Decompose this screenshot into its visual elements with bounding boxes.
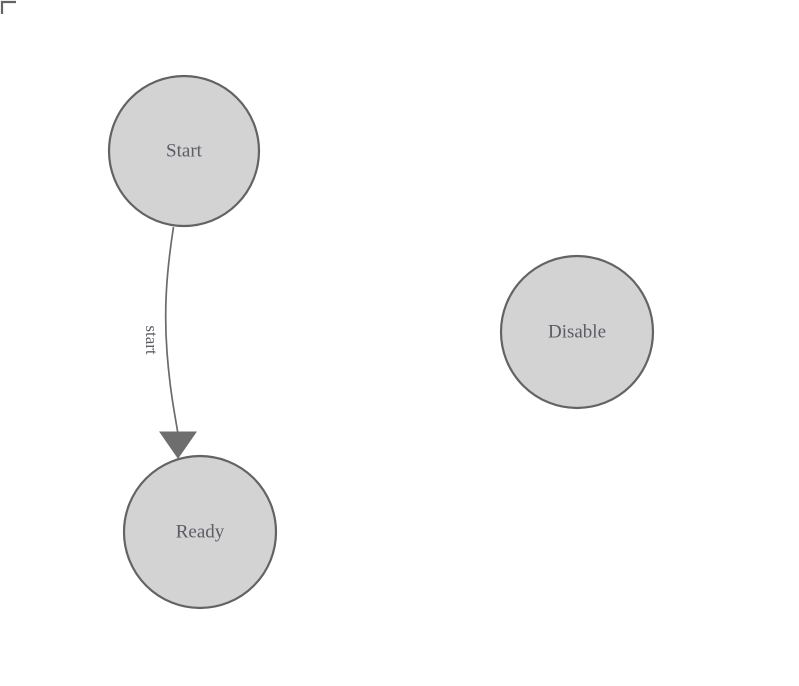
state-node-ready[interactable]: Ready — [122, 454, 278, 610]
state-node-ready-label: Ready — [176, 521, 225, 542]
state-node-start-circle[interactable] — [107, 74, 261, 228]
state-node-disable[interactable]: Disable — [499, 254, 655, 410]
state-node-ready-circle[interactable] — [122, 454, 278, 610]
arrowhead-icon — [159, 431, 197, 459]
transition-label-start: start — [142, 325, 161, 355]
state-node-disable-circle[interactable] — [499, 254, 655, 410]
selection-corner-mark-icon — [0, 0, 16, 14]
transition-label-group: start — [142, 325, 161, 355]
transition-edge-path — [164, 226, 179, 435]
transition-start-to-ready[interactable]: start — [142, 226, 197, 459]
state-node-start[interactable]: Start — [107, 74, 261, 228]
state-node-disable-label: Disable — [548, 321, 606, 342]
state-node-start-label: Start — [166, 140, 203, 161]
